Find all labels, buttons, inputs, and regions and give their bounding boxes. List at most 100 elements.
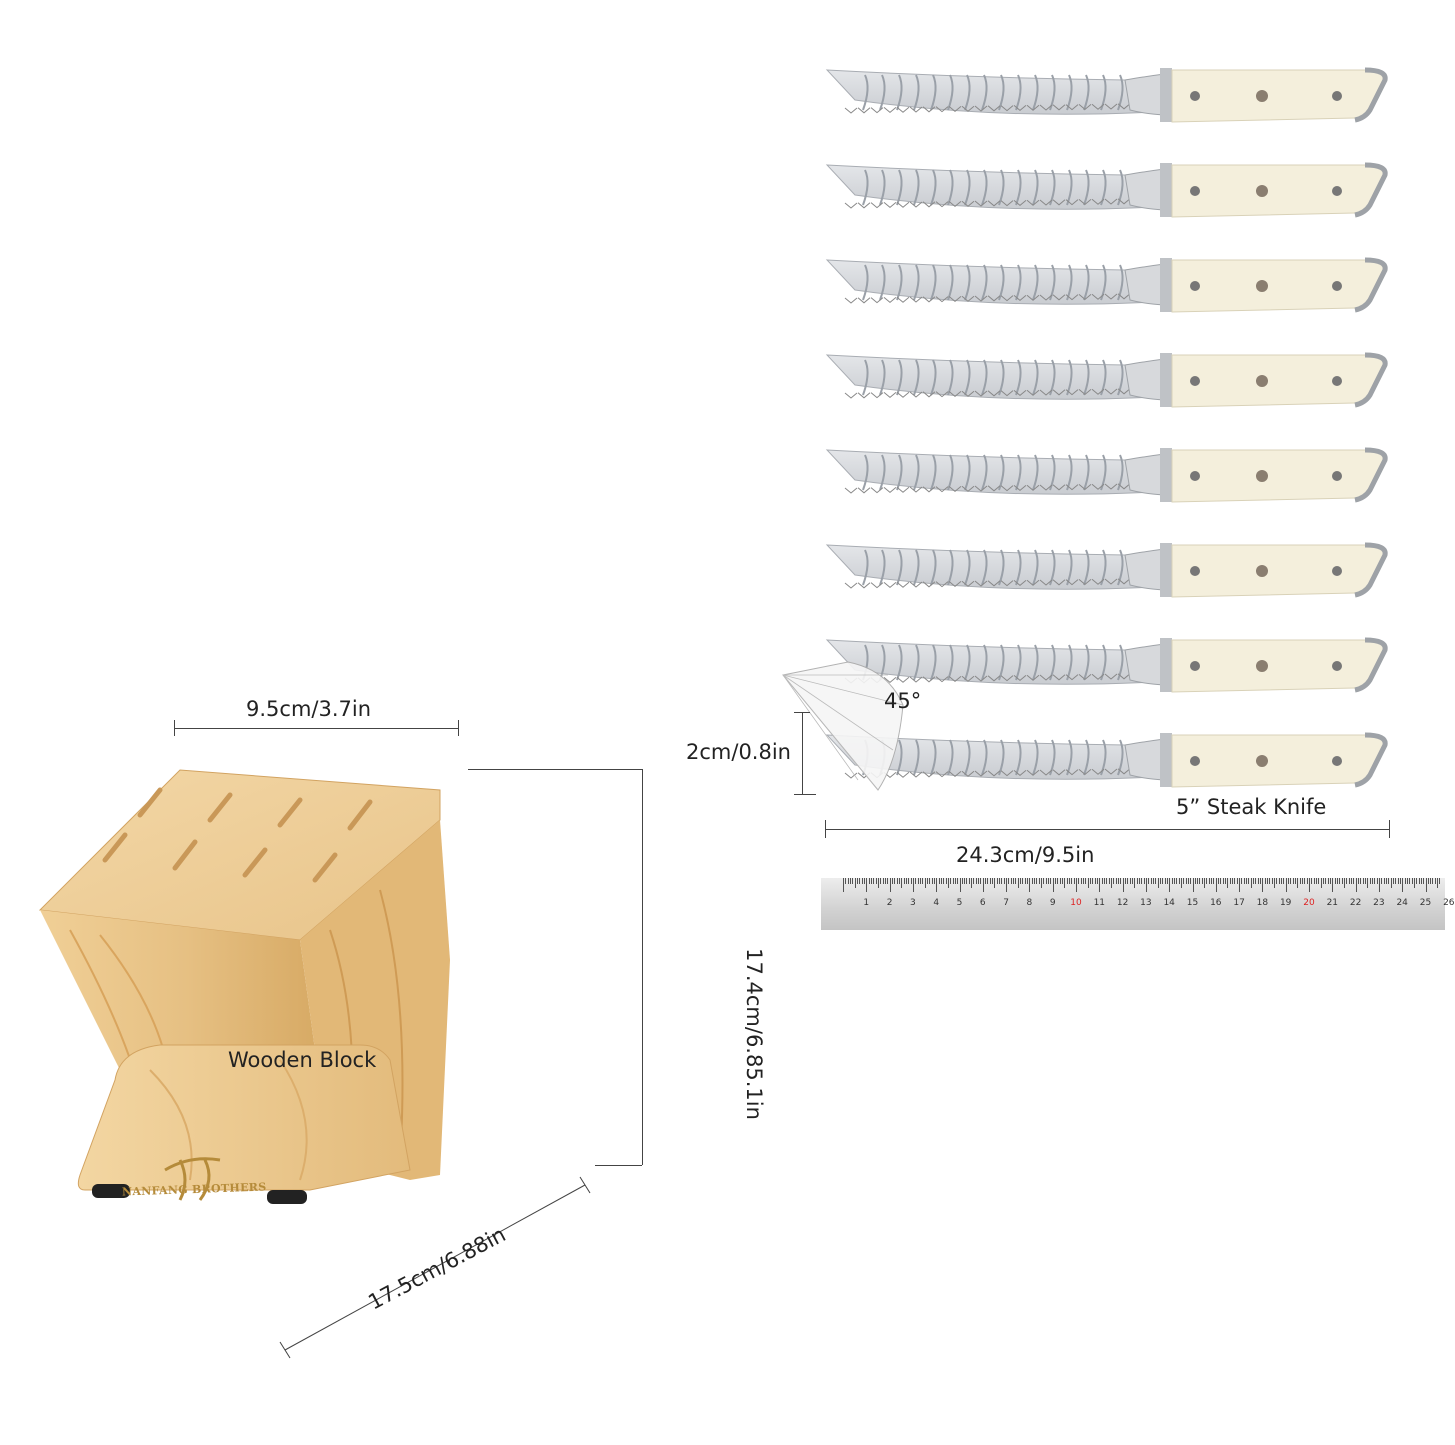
ruler-tick — [1304, 878, 1306, 884]
ruler-tick — [973, 878, 975, 884]
ruler-tick — [1229, 878, 1231, 884]
ruler-tick — [1043, 878, 1045, 884]
ruler-tick — [945, 878, 947, 884]
ruler-tick — [1073, 878, 1075, 884]
ruler-tick — [845, 878, 847, 884]
ruler-tick — [1001, 878, 1003, 884]
ruler-tick — [1381, 878, 1383, 884]
ruler-tick — [1423, 878, 1425, 884]
ruler-tick — [1313, 878, 1315, 884]
ruler-tick — [938, 878, 940, 884]
ruler-tick — [1145, 878, 1147, 892]
ruler-tick — [1199, 878, 1201, 884]
ruler-tick — [1222, 878, 1224, 884]
ruler-tick — [1311, 878, 1313, 884]
ruler-number: 22 — [1349, 898, 1362, 908]
ruler-tick — [1164, 878, 1166, 884]
ruler-tick — [873, 878, 875, 884]
ruler-tick — [1106, 878, 1108, 884]
ruler-tick — [1057, 878, 1059, 884]
ruler-tick — [1271, 878, 1273, 884]
ruler-tick — [968, 878, 970, 884]
brand-logo-icon — [164, 1157, 221, 1201]
ruler-tick — [1239, 878, 1241, 892]
ruler-tick — [1110, 878, 1112, 888]
ruler-tick — [1013, 878, 1015, 884]
ruler-tick — [919, 878, 921, 884]
ruler-tick — [1232, 878, 1234, 884]
ruler-tick — [1236, 878, 1238, 884]
ruler-tick — [980, 878, 982, 884]
ruler-tick — [1020, 878, 1022, 884]
block-width-label: 9.5cm/3.7in — [246, 697, 372, 721]
ruler-number: 7 — [1003, 898, 1009, 908]
ruler-tick — [891, 878, 893, 884]
ruler-tick — [1141, 878, 1143, 884]
ruler-tick — [1113, 878, 1115, 884]
ruler-tick — [1339, 878, 1341, 884]
ruler-tick — [1360, 878, 1362, 884]
ruler-tick — [1332, 878, 1334, 892]
ruler-tick — [952, 878, 954, 884]
ruler-number: 5 — [956, 898, 963, 908]
ruler-tick — [1034, 878, 1036, 884]
knife-length-tick-right — [1389, 820, 1390, 838]
ruler-tick — [1278, 878, 1280, 884]
ruler-tick — [917, 878, 919, 884]
ruler-tick — [1250, 878, 1252, 888]
ruler-tick — [887, 878, 889, 884]
ruler-tick — [1374, 878, 1376, 884]
ruler-tick — [1206, 878, 1208, 884]
ruler-tick — [992, 878, 994, 884]
ruler-tick — [1127, 878, 1129, 884]
ruler-tick — [1299, 878, 1301, 884]
ruler-tick — [940, 878, 942, 884]
ruler-number: 25 — [1419, 898, 1432, 908]
ruler-tick — [926, 878, 928, 884]
ruler-tick — [1197, 878, 1199, 884]
ruler-tick — [1008, 878, 1010, 884]
ruler-tick — [1281, 878, 1283, 884]
ruler-tick — [936, 878, 938, 892]
ruler-tick — [1264, 878, 1266, 884]
ruler-tick — [1413, 878, 1415, 888]
ruler-tick — [896, 878, 898, 884]
ruler-number: 14 — [1163, 898, 1175, 908]
ruler-tick — [1138, 878, 1140, 884]
ruler-tick — [1087, 878, 1089, 888]
ruler-tick — [856, 878, 858, 884]
ruler-tick — [1260, 878, 1262, 884]
ruler-tick — [1178, 878, 1180, 884]
ruler-tick — [1120, 878, 1122, 884]
block-height-top-line — [468, 769, 642, 770]
ruler-tick — [1010, 878, 1012, 884]
ruler-number: 10 — [1070, 898, 1082, 908]
ruler-number: 21 — [1326, 898, 1339, 908]
ruler-tick — [978, 878, 980, 884]
ruler-tick — [1425, 878, 1427, 892]
ruler-tick — [1124, 878, 1126, 884]
ruler-tick — [1157, 878, 1159, 888]
ruler-tick — [1306, 878, 1308, 884]
ruler-tick — [1099, 878, 1101, 892]
ruler-number: 8 — [1026, 898, 1033, 908]
ruler-tick — [1350, 878, 1352, 884]
ruler-tick — [1022, 878, 1024, 884]
ruler-tick — [875, 878, 877, 884]
ruler-number: 11 — [1093, 898, 1106, 908]
ruler-tick — [870, 878, 872, 884]
ruler-tick — [1152, 878, 1154, 884]
ruler-number: 9 — [1049, 898, 1056, 908]
ruler-tick — [1348, 878, 1350, 884]
ruler-tick — [1285, 878, 1287, 892]
ruler-tick — [924, 878, 926, 888]
ruler-tick — [1094, 878, 1096, 884]
ruler-tick — [1329, 878, 1331, 884]
ruler-tick — [1220, 878, 1222, 884]
block-height-label: 17.4cm/6.85.1in — [741, 948, 766, 1120]
ruler-tick — [1204, 878, 1206, 888]
ruler-tick — [1376, 878, 1378, 884]
ruler-tick — [1267, 878, 1269, 884]
ruler-tick — [959, 878, 961, 892]
